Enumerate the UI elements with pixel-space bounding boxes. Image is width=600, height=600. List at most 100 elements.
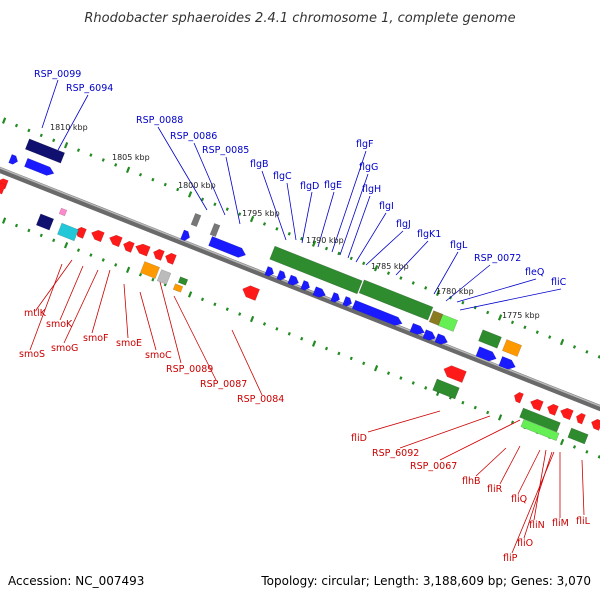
leader-line <box>523 451 553 539</box>
feature-box <box>172 283 184 293</box>
gene-label[interactable]: fliP <box>503 553 518 564</box>
gene-label[interactable]: fliD <box>351 433 367 444</box>
tick-mark <box>572 345 577 349</box>
reverse-cds-arrow <box>91 229 105 243</box>
map-title: Rhodobacter sphaeroides 2.4.1 chromosome… <box>84 11 515 26</box>
tick-mark <box>52 238 56 243</box>
tick-mark <box>275 227 279 231</box>
gene-label[interactable]: RSP_0089 <box>166 364 213 375</box>
feature-box <box>358 279 434 321</box>
gene-label[interactable]: RSP_0085 <box>202 145 249 156</box>
tick-mark <box>114 263 118 267</box>
feature-box <box>567 427 589 445</box>
gene-label[interactable]: flgE <box>324 180 342 191</box>
tick-mark <box>63 242 69 249</box>
gene-label[interactable]: fliR <box>487 484 503 495</box>
tick-mark <box>89 253 93 257</box>
forward-cds-arrow <box>276 270 287 281</box>
tick-mark <box>1 117 7 124</box>
gene-label[interactable]: flgD <box>300 181 319 192</box>
feature-box <box>269 245 363 295</box>
feature-box <box>24 138 66 164</box>
feature-box <box>35 213 55 231</box>
gene-label[interactable]: fliM <box>552 518 569 529</box>
gene-label[interactable]: fliC <box>551 277 567 288</box>
tick-mark <box>411 381 415 385</box>
gene-label[interactable]: flhB <box>462 476 481 487</box>
gene-label[interactable]: RSP_0086 <box>170 131 217 142</box>
leader-line <box>395 240 429 276</box>
tick-mark <box>510 320 515 325</box>
tick-mark <box>486 310 490 315</box>
gene-label[interactable]: fliN <box>529 520 545 531</box>
leader-line <box>41 79 59 129</box>
forward-cds-arrow <box>330 292 341 303</box>
gene-label[interactable]: smoG <box>51 343 78 354</box>
leader-line <box>456 278 537 303</box>
leader-line <box>91 269 111 334</box>
forward-cds-arrow <box>422 329 436 341</box>
kbp-label: 1800 kbp <box>178 181 216 190</box>
gene-label[interactable]: flgK1 <box>417 229 441 240</box>
leader-line <box>433 251 459 295</box>
gene-label[interactable]: smoE <box>116 338 142 349</box>
leader-line <box>157 126 208 211</box>
tick-mark <box>101 158 105 162</box>
tick-mark <box>1 217 7 224</box>
tick-mark <box>275 327 279 331</box>
gene-label[interactable]: RSP_0088 <box>136 115 183 126</box>
tick-mark <box>535 330 539 334</box>
gene-label[interactable]: flgH <box>362 184 381 195</box>
gene-label[interactable]: flgB <box>250 159 269 170</box>
leader-line <box>57 94 89 151</box>
accession-text: Accession: NC_007493 <box>8 574 144 588</box>
gene-label[interactable]: smoK <box>46 319 73 330</box>
tick-mark <box>200 197 205 202</box>
gene-label[interactable]: fliQ <box>511 494 527 505</box>
gene-label[interactable]: RSP_0099 <box>34 69 81 80</box>
gene-label[interactable]: RSP_6092 <box>372 448 419 459</box>
forward-cds-arrow <box>300 280 311 291</box>
gene-label[interactable]: flgJ <box>396 219 411 230</box>
tick-mark <box>497 314 503 321</box>
gene-label[interactable]: RSP_6094 <box>66 83 113 94</box>
tick-mark <box>225 307 229 311</box>
gene-label[interactable]: RSP_0067 <box>410 461 457 472</box>
gene-label[interactable]: mtlK <box>24 308 47 319</box>
feature-box <box>519 407 561 433</box>
reverse-cds-arrow <box>165 252 177 265</box>
tick-mark <box>76 148 81 152</box>
gene-label[interactable]: flgI <box>379 201 394 212</box>
forward-cds-arrow <box>475 346 497 362</box>
leader-line <box>331 150 367 253</box>
reverse-cds-arrow <box>530 398 544 412</box>
tick-mark <box>435 289 441 297</box>
gene-label[interactable]: smoC <box>145 350 172 361</box>
gene-label[interactable]: fliO <box>517 538 533 549</box>
gene-label[interactable]: flgG <box>359 162 378 173</box>
feature-box <box>478 329 502 349</box>
gene-label[interactable]: fliL <box>576 516 591 527</box>
tick-mark <box>597 454 600 459</box>
gene-label[interactable]: flgC <box>273 171 292 182</box>
kbp-labels: 1810 kbp 1805 kbp 1800 kbp 1795 kbp 1790… <box>50 123 540 320</box>
leader-line <box>261 170 287 241</box>
tick-mark <box>287 231 291 236</box>
gene-label[interactable]: flgF <box>356 139 373 150</box>
tick-mark <box>424 286 428 290</box>
feature-box <box>177 276 189 286</box>
tick-mark <box>585 450 589 454</box>
tick-mark <box>399 276 403 280</box>
gene-label[interactable]: RSP_0084 <box>237 394 284 405</box>
gene-label[interactable]: flgL <box>450 240 468 251</box>
kbp-label: 1795 kbp <box>242 209 280 218</box>
gene-label[interactable]: fleQ <box>525 267 544 278</box>
tick-mark <box>337 251 341 256</box>
leader-line <box>301 191 313 244</box>
gene-label[interactable]: RSP_0072 <box>474 253 521 264</box>
gene-label[interactable]: RSP_0087 <box>200 379 247 390</box>
gene-label[interactable]: smoF <box>83 333 108 344</box>
tick-mark <box>300 336 304 341</box>
gene-label[interactable]: smoS <box>19 349 45 360</box>
tick-mark <box>461 400 465 405</box>
